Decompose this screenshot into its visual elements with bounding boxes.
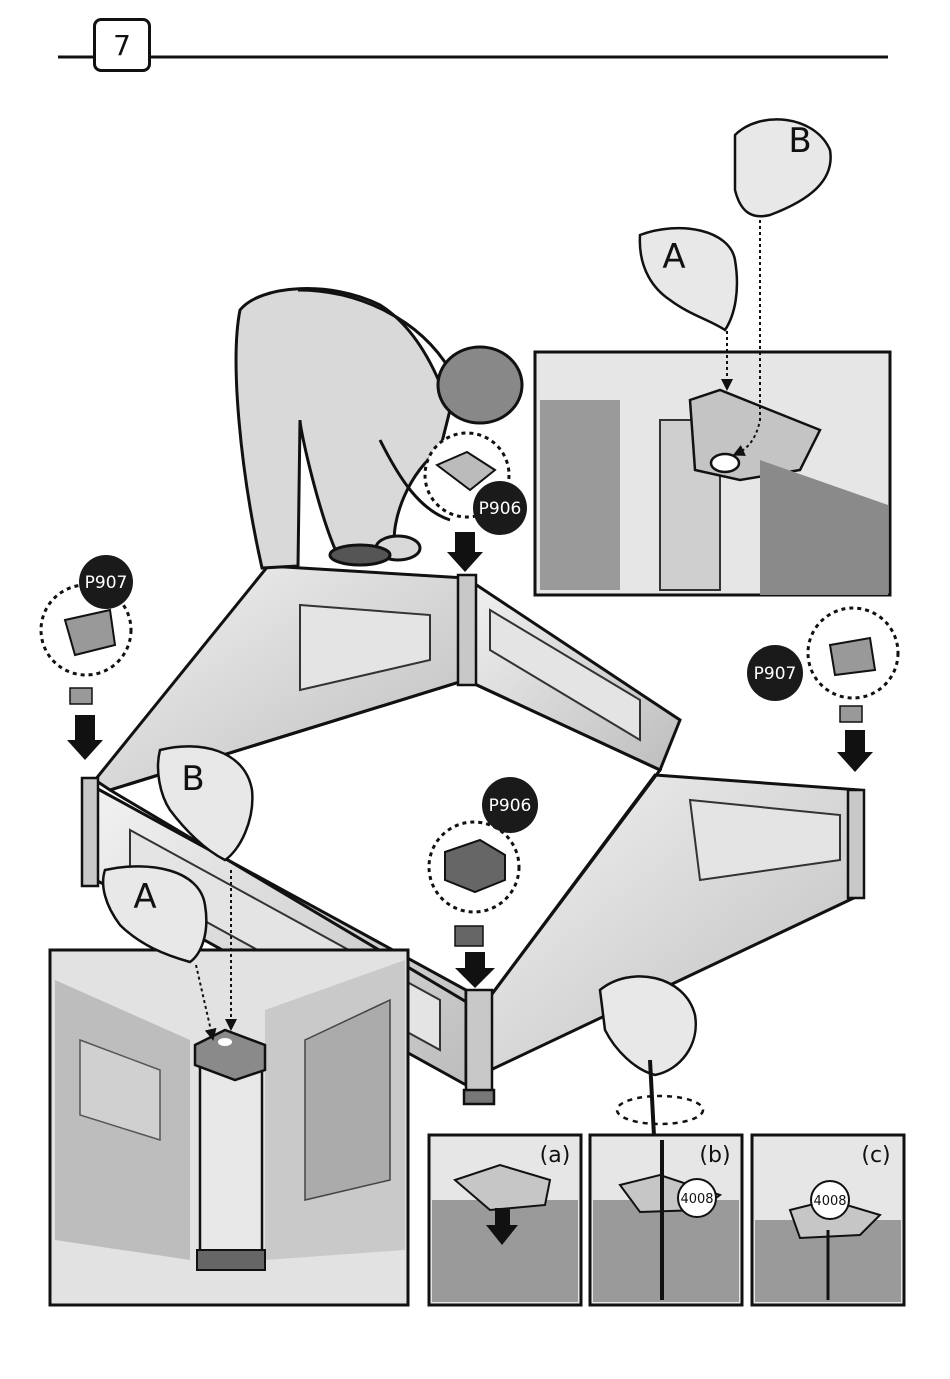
post-front bbox=[466, 990, 492, 1098]
substep-b-label: (b) bbox=[699, 1143, 730, 1168]
substep-c: 4008 (c) bbox=[752, 1135, 904, 1305]
post-front-foot bbox=[464, 1090, 494, 1104]
hand-top-b-shape bbox=[735, 119, 831, 216]
person-shoe bbox=[330, 545, 390, 565]
label-left-b: B bbox=[181, 759, 204, 799]
arrow-cap-center bbox=[455, 952, 495, 988]
detail-bottom-left-post bbox=[200, 1060, 262, 1260]
detail-bottom-left-foot bbox=[197, 1250, 265, 1270]
screwdriver-rotation bbox=[617, 1096, 703, 1124]
callout-clip-left: P907 bbox=[41, 555, 133, 760]
badge-cap-center-text: P906 bbox=[489, 796, 532, 816]
detail-top-right-hole bbox=[711, 454, 739, 472]
substep-c-screw-label: 4008 bbox=[813, 1194, 846, 1209]
hand-top-a-shape bbox=[640, 228, 737, 330]
panel-back-left bbox=[95, 566, 466, 790]
substep-b: 4008 (b) bbox=[590, 1135, 742, 1305]
callout-cap-top: P906 bbox=[425, 433, 527, 572]
person-figure bbox=[236, 289, 522, 568]
callout-clip-right: P907 bbox=[747, 608, 898, 772]
substep-b-screw-label: 4008 bbox=[680, 1192, 713, 1207]
label-top-a: A bbox=[662, 237, 685, 277]
substep-c-label: (c) bbox=[861, 1143, 890, 1168]
substep-b-wall bbox=[593, 1200, 739, 1302]
person-head bbox=[438, 347, 522, 423]
clip-right-small bbox=[840, 706, 862, 722]
screwdriver-hand-shape bbox=[600, 976, 696, 1075]
hand-top-a bbox=[640, 228, 737, 330]
arrow-clip-left bbox=[67, 715, 103, 760]
arrow-clip-right bbox=[837, 730, 873, 772]
substep-a: (a) bbox=[429, 1135, 581, 1305]
post-right bbox=[848, 790, 864, 898]
substep-a-label: (a) bbox=[540, 1143, 571, 1168]
badge-clip-right-text: P907 bbox=[754, 664, 797, 684]
label-left-a: A bbox=[133, 877, 156, 917]
callout-clip-right-part bbox=[830, 638, 875, 675]
detail-bottom-left-hole bbox=[218, 1038, 232, 1046]
post-left bbox=[82, 778, 98, 886]
clip-left-small bbox=[70, 688, 92, 704]
detail-top-right-wall bbox=[540, 400, 620, 590]
label-top-b: B bbox=[788, 121, 811, 161]
post-back bbox=[458, 575, 476, 685]
arrow-cap-top bbox=[447, 532, 483, 572]
badge-cap-top-text: P906 bbox=[479, 499, 522, 519]
badge-clip-left-text: P907 bbox=[85, 573, 128, 593]
cap-center-small bbox=[455, 926, 483, 946]
hand-top-b bbox=[735, 119, 831, 216]
